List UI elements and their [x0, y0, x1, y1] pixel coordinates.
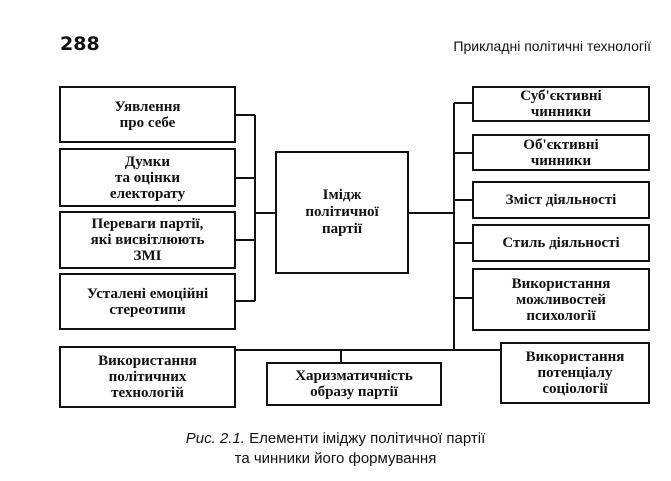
box-emotional-stereotypes: Усталені емоційні стереотипи: [59, 273, 236, 330]
figure-title-line1: Елементи іміджу політичної партії: [249, 430, 486, 447]
box-electorate-opinions: Думки та оцінки електорату: [59, 148, 236, 207]
box-sociology-use: Використання потенціалу соціології: [500, 342, 650, 404]
page-number: 288: [60, 33, 100, 55]
box-objective-factors: Об'єктивні чинники: [472, 134, 650, 171]
running-title: Прикладні політичні технології: [453, 38, 651, 54]
figure-caption: Рис. 2.1. Елементи іміджу політичної пар…: [0, 429, 671, 469]
box-activity-content: Зміст діяльності: [472, 181, 650, 219]
box-media-advantages: Переваги партії, які висвітлюють ЗМІ: [59, 211, 236, 269]
box-party-image: Імідж політичної партії: [275, 151, 409, 274]
box-subjective-factors: Суб'єктивні чинники: [472, 86, 650, 122]
figure-label: Рис. 2.1.: [185, 430, 245, 447]
box-self-perception: Уявлення про себе: [59, 86, 236, 143]
box-political-technologies: Використання політичних технологій: [59, 346, 236, 408]
figure-title-line2: та чинники його формування: [234, 450, 437, 467]
box-activity-style: Стиль діяльності: [472, 224, 650, 262]
box-charisma: Харизматичність образу партії: [266, 362, 442, 406]
box-psychology-use: Використання можливостей психології: [472, 268, 650, 331]
